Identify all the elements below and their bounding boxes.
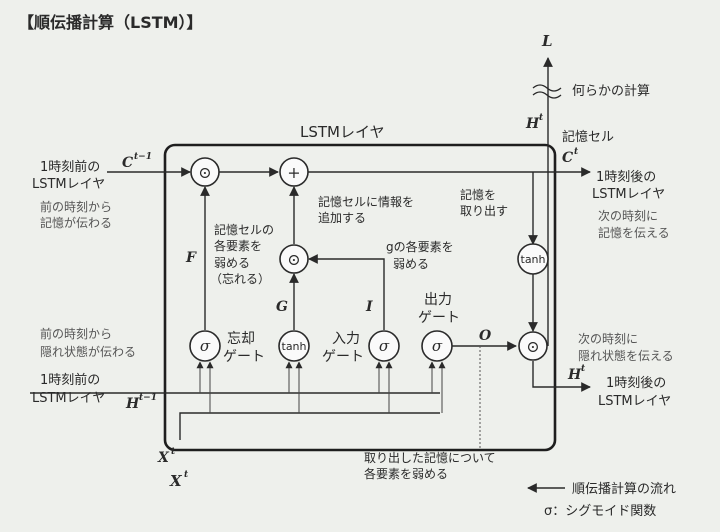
- c-out-label: C: [562, 150, 573, 166]
- forget-mul-node: ⊙: [190, 157, 220, 187]
- G-label: G: [276, 299, 288, 315]
- output-mul-node: ⊙: [518, 331, 548, 361]
- x-wire: [179, 412, 440, 440]
- lstm-layer-label: LSTMレイヤ: [300, 123, 385, 141]
- gate-feeds: [196, 361, 446, 413]
- legend-sigma: σ：シグモイド関数: [544, 504, 656, 519]
- h-top-sup: t: [539, 113, 544, 123]
- O-label: O: [479, 328, 492, 344]
- add-info-1: 記憶セルに情報を: [318, 194, 414, 209]
- next-hid-2: 隠れ状態を伝える: [578, 348, 674, 363]
- misc-calc-label: 何らかの計算: [572, 83, 650, 99]
- x-in-label: X: [157, 450, 170, 466]
- add-node: +: [279, 157, 309, 187]
- h-out-wire: [532, 361, 591, 392]
- c-prev-label: C: [122, 155, 133, 171]
- h-top-label: H: [525, 116, 540, 132]
- weaken-4: （忘れる）: [210, 271, 270, 286]
- note-2: 各要素を弱める: [364, 466, 448, 481]
- h-prev-label: H: [125, 396, 140, 412]
- next-lstm-bot-1: 1時刻後の: [606, 376, 666, 391]
- svg-text:⊙: ⊙: [198, 163, 211, 182]
- add-info-2: 追加する: [318, 210, 366, 225]
- x-bottom-sup: t: [184, 470, 189, 480]
- take-out-1: 記憶を: [460, 187, 496, 202]
- forget-sigma-node: σ: [189, 330, 221, 362]
- hid-pass-1: 前の時刻から: [40, 326, 112, 341]
- next-lstm-top-2: LSTMレイヤ: [592, 187, 665, 202]
- svg-text:σ: σ: [200, 337, 211, 355]
- h-out-label: H: [567, 367, 582, 383]
- next-mem-2: 記憶を伝える: [598, 225, 670, 240]
- c-out-sup: t: [574, 147, 579, 157]
- output-gate-2: ゲート: [418, 310, 460, 326]
- input-sigma-node: σ: [368, 330, 400, 362]
- svg-text:tanh: tanh: [282, 340, 307, 353]
- g-tanh-node: tanh: [278, 330, 310, 362]
- memory-cell-label: 記憶セル: [562, 129, 614, 145]
- h-out-sup: t: [581, 364, 586, 374]
- diagram-title: 【順伝播計算（LSTM）】: [18, 13, 203, 32]
- svg-text:+: +: [287, 163, 300, 182]
- note-1: 取り出した記憶について: [364, 450, 496, 465]
- forget-gate-1: 忘却: [227, 331, 255, 347]
- mem-pass-1: 前の時刻から: [40, 199, 112, 214]
- svg-text:⊙: ⊙: [287, 250, 300, 269]
- prev-lstm-bot-1: 1時刻前の: [40, 372, 100, 388]
- output-sigma-node: σ: [421, 330, 453, 362]
- svg-text:σ: σ: [379, 337, 390, 355]
- svg-text:⊙: ⊙: [526, 337, 539, 356]
- input-gate-1: 入力: [332, 331, 360, 347]
- input-gate-2: ゲート: [322, 349, 364, 365]
- next-mem-1: 次の時刻に: [598, 209, 658, 223]
- L-label: L: [541, 32, 553, 50]
- prev-lstm-top-1: 1時刻前の: [40, 159, 100, 175]
- next-hid-1: 次の時刻に: [578, 332, 638, 346]
- g-weaken-2: 弱める: [393, 257, 429, 271]
- F-label: F: [185, 250, 197, 266]
- h-prev-sup: t−1: [139, 393, 157, 403]
- prev-lstm-top-2: LSTMレイヤ: [32, 177, 105, 192]
- weaken-1: 記憶セルの: [214, 222, 274, 237]
- weaken-2: 各要素を: [214, 238, 262, 253]
- next-lstm-top-1: 1時刻後の: [596, 170, 656, 185]
- mem-pass-2: 記憶が伝わる: [40, 215, 112, 230]
- weaken-3: 弱める: [214, 256, 250, 270]
- take-out-2: 取り出す: [460, 204, 508, 218]
- hid-pass-2: 隠れ状態が伝わる: [40, 344, 136, 359]
- c-prev-sup: t−1: [134, 152, 152, 162]
- next-lstm-bot-2: LSTMレイヤ: [598, 394, 671, 409]
- input-mul-node: ⊙: [279, 244, 309, 274]
- x-in-sup: t: [171, 447, 176, 457]
- tanh-c-node: tanh: [517, 243, 549, 275]
- output-gate-1: 出力: [424, 292, 452, 308]
- g-weaken-1: gの各要素を: [386, 239, 454, 254]
- legend-flow: 順伝播計算の流れ: [572, 481, 676, 497]
- x-bottom-label: X: [169, 472, 183, 490]
- lstm-layer-box: [163, 143, 557, 452]
- I-label: I: [365, 299, 373, 315]
- forget-gate-2: ゲート: [223, 349, 265, 365]
- i-wire: [308, 254, 385, 330]
- prev-lstm-bot-2: LSTMレイヤ: [32, 391, 105, 406]
- svg-text:σ: σ: [432, 337, 443, 355]
- misc-wave: [532, 84, 562, 99]
- svg-text:tanh: tanh: [521, 253, 546, 266]
